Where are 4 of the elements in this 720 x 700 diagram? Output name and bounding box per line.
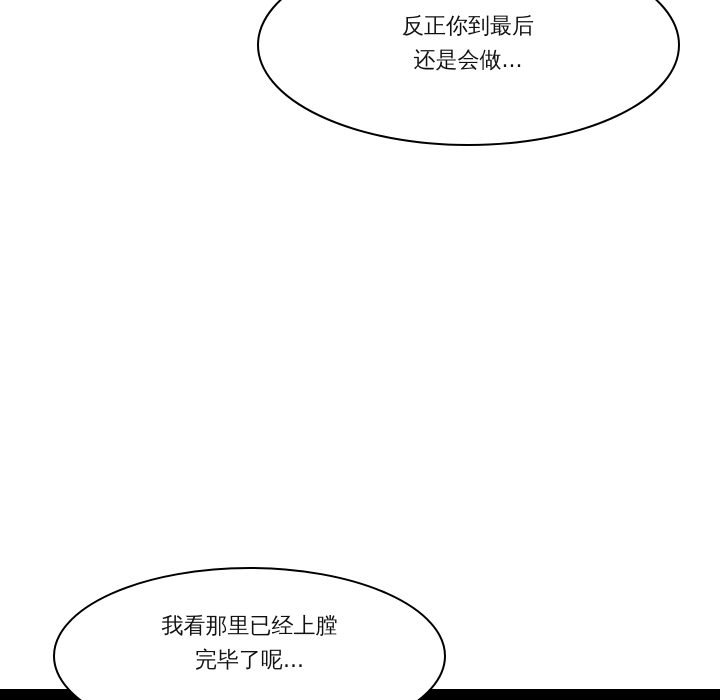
speech-bubble bbox=[52, 568, 447, 700]
speech-bubble bbox=[256, 0, 681, 145]
dialogue-text: 我看那里已经上膛完毕了呢... bbox=[160, 613, 338, 675]
dialogue-text: 反正你到最后还是会做... bbox=[401, 13, 535, 75]
